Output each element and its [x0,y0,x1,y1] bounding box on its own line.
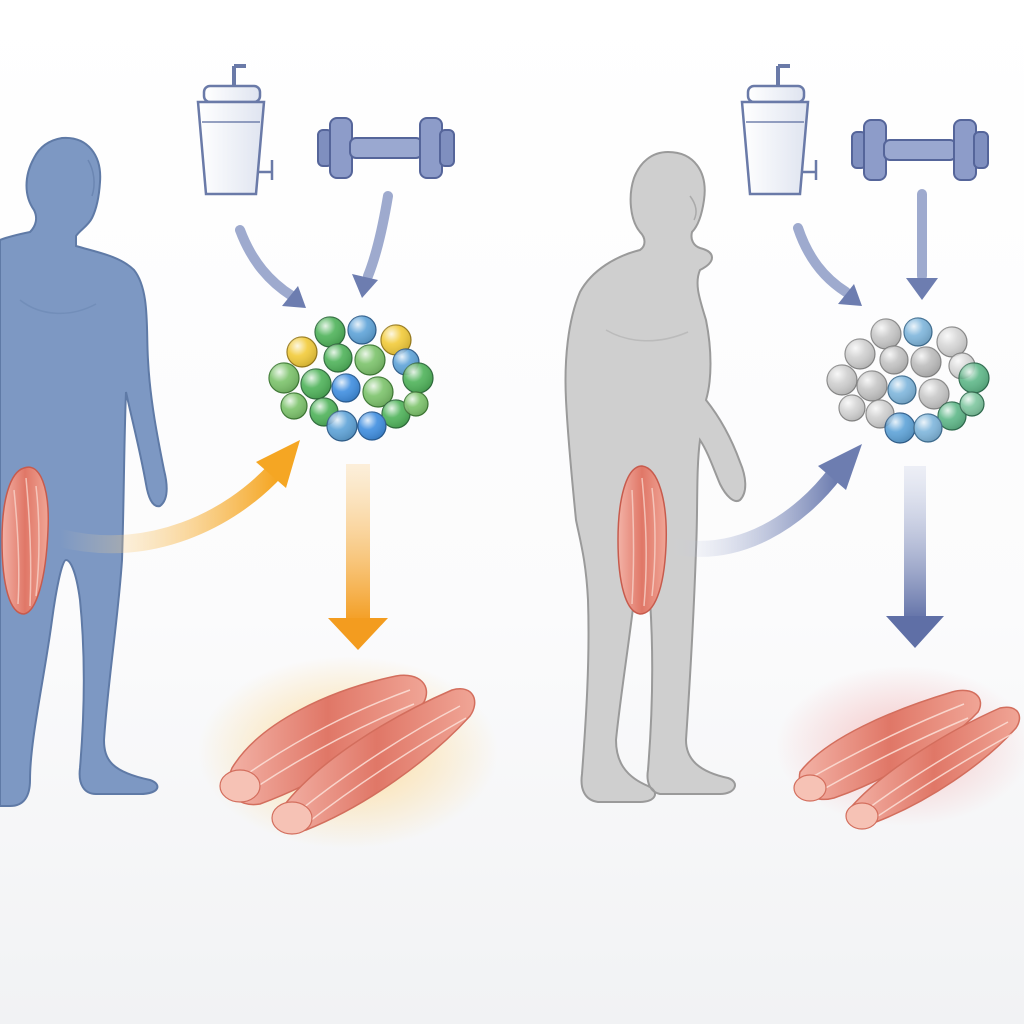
shake-cup-icon [196,64,274,196]
young-thigh-muscle [1,466,49,615]
older-thigh-muscle [617,465,667,615]
young-muscle-to-amino-arrow [51,440,300,554]
young-amino-to-muscle-arrow [328,464,388,650]
young-shake-to-amino-arrow [235,225,306,308]
young-human-figure [0,136,168,807]
older-muscle-to-amino-arrow [664,444,862,557]
shake-cup-icon [740,64,818,196]
young-amino-acid-cluster [268,315,434,442]
older-dumbbell-to-amino-arrow [906,189,938,300]
young-muscle-bundle [198,656,498,848]
panel-young [0,64,498,848]
young-dumbbell-to-amino-arrow [352,191,393,298]
older-amino-acid-cluster [826,317,990,444]
dumbbell-icon [317,117,455,179]
panel-older [564,64,1024,830]
older-shake-to-amino-arrow [793,223,862,306]
older-muscle-bundle [776,666,1024,830]
dumbbell-icon [851,119,989,181]
older-amino-to-muscle-arrow [886,466,944,648]
